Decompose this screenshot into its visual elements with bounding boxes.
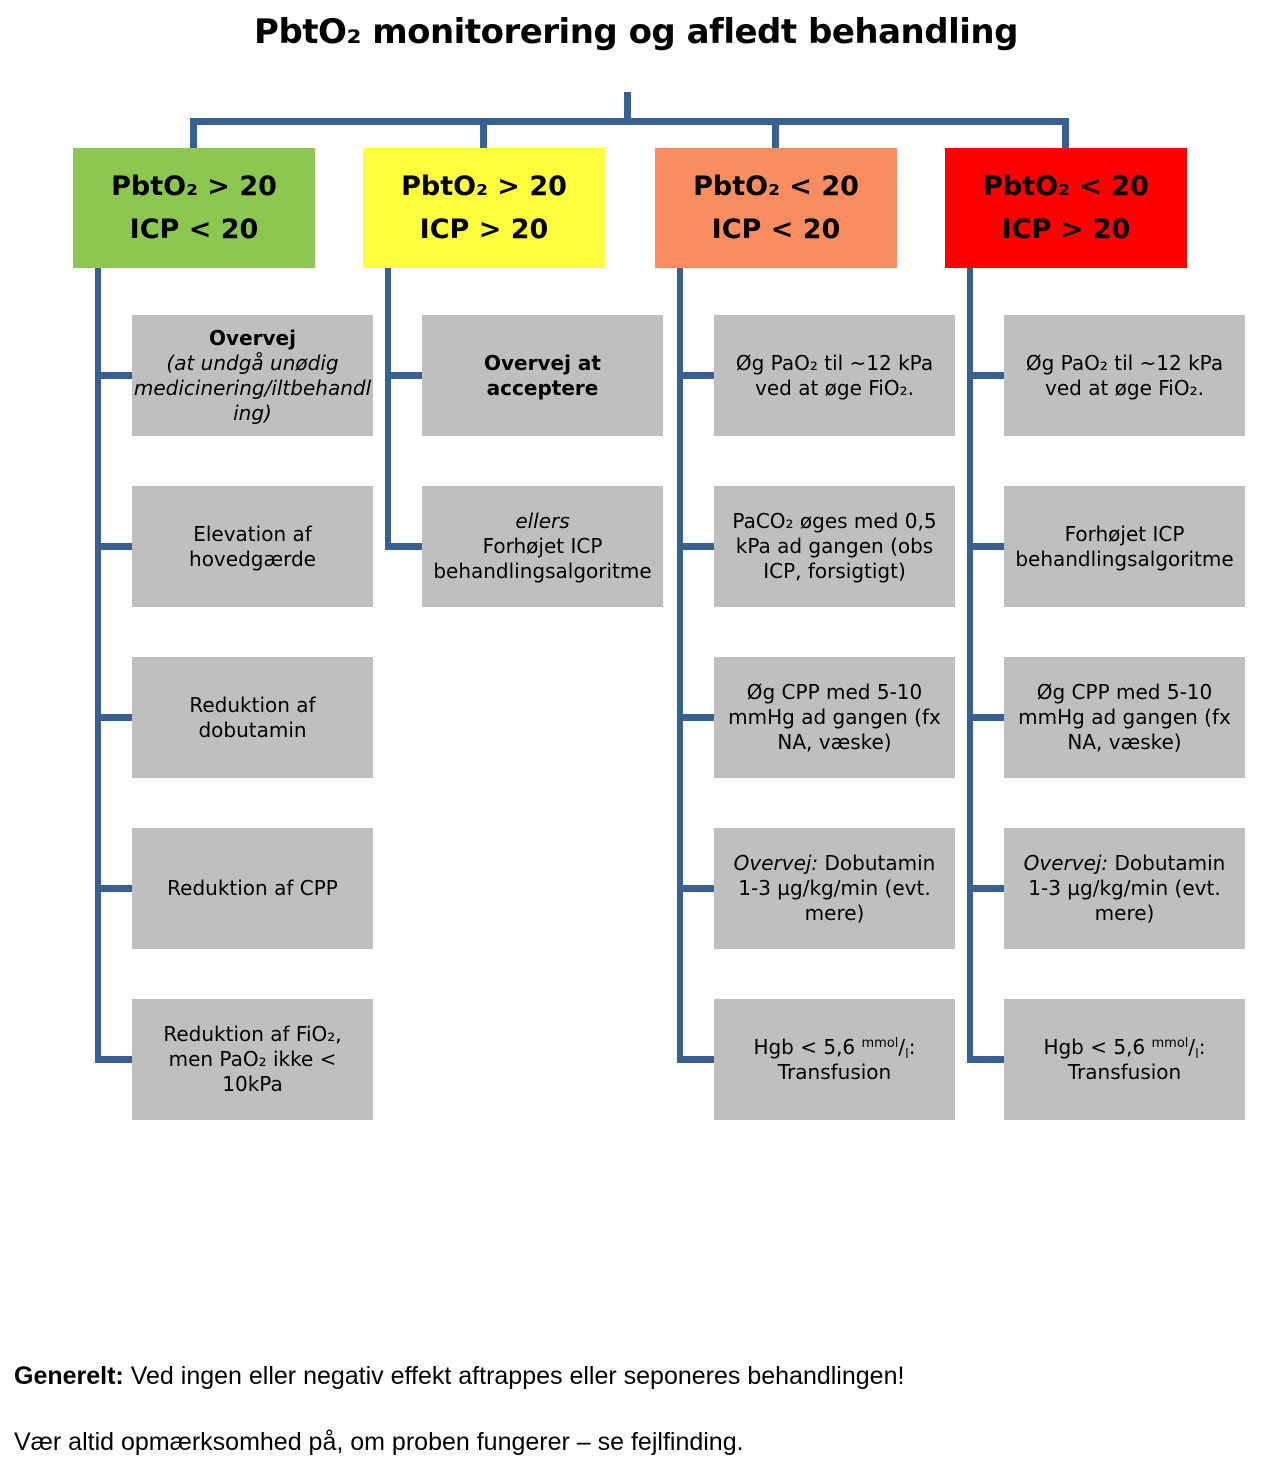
stub-red-3 xyxy=(967,714,1005,721)
box-forhojet-icp-red: Forhøjet ICP behandlingsalgoritme xyxy=(1004,486,1245,607)
column-header-red: PbtO₂ < 20 ICP > 20 xyxy=(945,148,1187,268)
box-text: Forhøjet ICP behandlingsalgoritme xyxy=(1015,521,1234,571)
box-text: Øg PaO₂ til ~12 kPa ved at øge FiO₂. xyxy=(735,350,934,400)
header-yellow-line1: PbtO₂ > 20 xyxy=(401,170,567,202)
box-text-italic: Overvej: xyxy=(1023,851,1109,875)
connector-drop-green xyxy=(190,118,197,150)
box-og-cpp-orange: Øg CPP med 5-10 mmHg ad gangen (fx NA, v… xyxy=(714,657,955,778)
box-hgb-transfusion-orange: Hgb < 5,6 mmol/l: Transfusion xyxy=(714,999,955,1120)
box-text: Øg PaO₂ til ~12 kPa ved at øge FiO₂. xyxy=(1025,350,1224,400)
box-og-pao2-red: Øg PaO₂ til ~12 kPa ved at øge FiO₂. xyxy=(1004,315,1245,436)
stub-orange-1 xyxy=(677,372,715,379)
stub-yellow-2 xyxy=(385,543,423,550)
column-header-orange: PbtO₂ < 20 ICP < 20 xyxy=(655,148,897,268)
box-text-bold: Overvej at acceptere xyxy=(484,350,601,400)
box-reduktion-fio2: Reduktion af FiO₂, men PaO₂ ikke < 10kPa xyxy=(132,999,373,1120)
box-text-italic: (at undgå unødig medicinering/iltbehandl… xyxy=(133,350,372,425)
stub-orange-3 xyxy=(677,714,715,721)
box-overvej-at-acceptere: Overvej at acceptere xyxy=(422,315,663,436)
box-text-subscript: l xyxy=(1195,1046,1199,1062)
box-elevation-hovedgaerde: Elevation af hovedgærde xyxy=(132,486,373,607)
footer-probe-text: Vær altid opmærksomhed på, om proben fun… xyxy=(14,1428,744,1456)
box-text: Elevation af hovedgærde xyxy=(189,521,316,571)
box-paco2-oges: PaCO₂ øges med 0,5 kPa ad gangen (obs IC… xyxy=(714,486,955,607)
stub-red-4 xyxy=(967,885,1005,892)
header-red-line2: ICP > 20 xyxy=(1001,214,1131,245)
box-reduktion-cpp: Reduktion af CPP xyxy=(132,828,373,949)
header-orange-line2: ICP < 20 xyxy=(711,214,841,245)
box-text-italic: Overvej: xyxy=(733,851,819,875)
stub-green-5 xyxy=(95,1056,133,1063)
header-red-line1: PbtO₂ < 20 xyxy=(983,170,1149,202)
box-text: PaCO₂ øges med 0,5 kPa ad gangen (obs IC… xyxy=(732,509,937,583)
box-text: Hgb < 5,6 xyxy=(753,1034,856,1059)
box-reduktion-dobutamin: Reduktion af dobutamin xyxy=(132,657,373,778)
box-text: Reduktion af dobutamin xyxy=(189,692,316,742)
header-green-line1: PbtO₂ > 20 xyxy=(111,170,277,202)
box-text-italic: ellers xyxy=(515,509,570,533)
box-text: : Transfusion xyxy=(777,1034,916,1084)
box-text: Øg CPP med 5-10 mmHg ad gangen (fx NA, v… xyxy=(728,680,941,754)
stub-red-5 xyxy=(967,1056,1005,1063)
connector-drop-red xyxy=(1062,118,1069,150)
box-hgb-transfusion-red: Hgb < 5,6 mmol/l: Transfusion xyxy=(1004,999,1245,1120)
stub-green-1 xyxy=(95,372,133,379)
footer-general-note: Generelt: Ved ingen eller negativ effekt… xyxy=(14,1362,1244,1391)
footer-probe-note: Vær altid opmærksomhed på, om proben fun… xyxy=(14,1428,1244,1457)
stub-yellow-1 xyxy=(385,372,423,379)
stub-green-3 xyxy=(95,714,133,721)
box-text: Reduktion af FiO₂, men PaO₂ ikke < 10kPa xyxy=(163,1022,342,1096)
box-text-slash: / xyxy=(898,1034,906,1059)
box-overvej-dobutamin-red: Overvej: Dobutamin 1-3 µg/kg/min (evt. m… xyxy=(1004,828,1245,949)
footer-general-label: Generelt: xyxy=(14,1362,124,1390)
stub-red-1 xyxy=(967,372,1005,379)
box-text-slash: / xyxy=(1188,1034,1196,1059)
connector-drop-yellow xyxy=(480,118,487,150)
box-og-cpp-red: Øg CPP med 5-10 mmHg ad gangen (fx NA, v… xyxy=(1004,657,1245,778)
box-text: : Transfusion xyxy=(1067,1034,1206,1084)
stub-green-4 xyxy=(95,885,133,892)
spine-green xyxy=(95,268,101,1063)
box-text-subscript: l xyxy=(905,1046,909,1062)
spine-orange xyxy=(677,268,683,1063)
box-text-superscript: mmol xyxy=(861,1035,899,1051)
box-text: Reduktion af CPP xyxy=(167,876,338,900)
box-text: Hgb < 5,6 xyxy=(1043,1034,1146,1059)
spine-yellow xyxy=(385,268,391,550)
box-text-superscript: mmol xyxy=(1151,1035,1189,1051)
stub-orange-4 xyxy=(677,885,715,892)
box-og-pao2-orange: Øg PaO₂ til ~12 kPa ved at øge FiO₂. xyxy=(714,315,955,436)
box-text: Dobutamin 1-3 µg/kg/min (evt. mere) xyxy=(738,851,936,925)
box-overvej-undga-unodig: Overvej(at undgå unødig medicinering/ilt… xyxy=(132,315,373,436)
column-header-green: PbtO₂ > 20 ICP < 20 xyxy=(73,148,315,268)
box-text-bold: Overvej xyxy=(209,325,296,350)
box-text: Dobutamin 1-3 µg/kg/min (evt. mere) xyxy=(1028,851,1226,925)
box-text: Øg CPP med 5-10 mmHg ad gangen (fx NA, v… xyxy=(1018,680,1231,754)
connector-horizontal-bar xyxy=(190,118,1069,125)
page-title: PbtO₂ monitorering og afledt behandling xyxy=(254,12,1018,52)
stub-orange-2 xyxy=(677,543,715,550)
header-yellow-line2: ICP > 20 xyxy=(419,214,549,245)
stub-orange-5 xyxy=(677,1056,715,1063)
connector-root-stem xyxy=(624,92,631,125)
connector-drop-orange xyxy=(772,118,779,150)
box-overvej-dobutamin-orange: Overvej: Dobutamin 1-3 µg/kg/min (evt. m… xyxy=(714,828,955,949)
header-green-line2: ICP < 20 xyxy=(129,214,259,245)
footer-general-text: Ved ingen eller negativ effekt aftrappes… xyxy=(130,1362,905,1390)
stub-green-2 xyxy=(95,543,133,550)
box-text: Forhøjet ICP behandlingsalgoritme xyxy=(433,534,652,583)
header-orange-line1: PbtO₂ < 20 xyxy=(693,170,859,202)
column-header-yellow: PbtO₂ > 20 ICP > 20 xyxy=(363,148,605,268)
spine-red xyxy=(967,268,973,1063)
stub-red-2 xyxy=(967,543,1005,550)
